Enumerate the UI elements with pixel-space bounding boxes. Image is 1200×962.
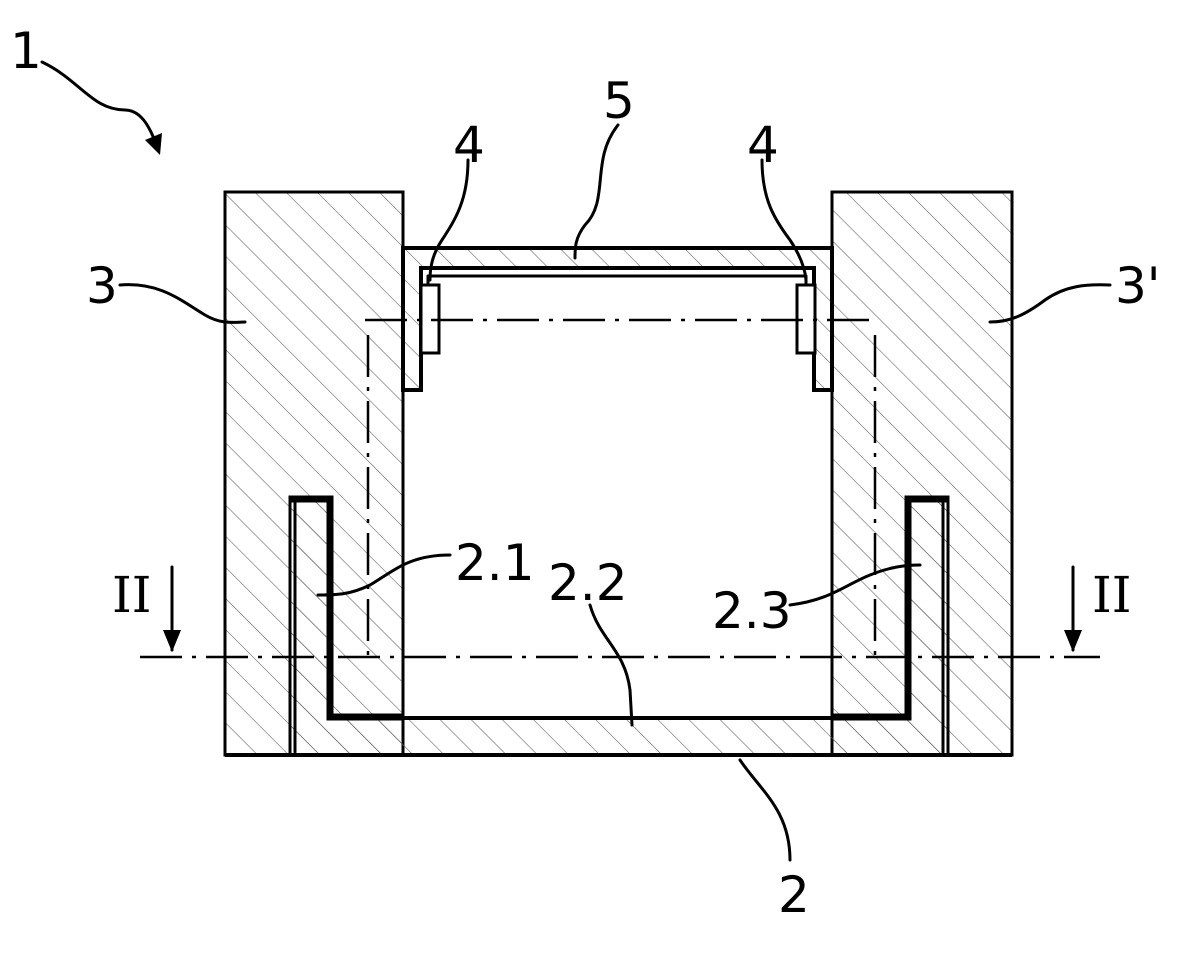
label-leg-left: 2.1	[455, 534, 535, 592]
section-arrow-right-head	[1064, 630, 1082, 652]
label-leg-right: 2.3	[712, 582, 792, 640]
leader-2-2	[588, 603, 634, 727]
leader-3	[118, 283, 247, 324]
label-section-right: II	[1092, 566, 1132, 624]
leader-4-left	[428, 158, 470, 282]
leader-2-3	[788, 563, 922, 607]
cover	[401, 246, 834, 392]
leader-2-1	[316, 553, 452, 597]
label-section-left: II	[112, 566, 152, 624]
label-cover: 5	[603, 72, 635, 130]
leader-1-head	[145, 133, 162, 155]
label-clip-left: 4	[453, 116, 485, 174]
leader-5	[573, 123, 620, 260]
cover-inner-line	[426, 274, 808, 287]
label-clip-right: 4	[747, 116, 779, 174]
label-base: 2	[778, 866, 810, 924]
section-arrow-left-head	[163, 630, 181, 652]
label-block-left: 3	[86, 257, 118, 315]
label-bottom-wall: 2.2	[548, 554, 628, 612]
leader-3-prime	[988, 283, 1112, 324]
label-assembly: 1	[10, 22, 42, 80]
base-thick-contour-right	[832, 495, 948, 721]
label-block-right: 3'	[1115, 257, 1161, 315]
leader-2	[738, 758, 792, 862]
leader-4-right	[760, 158, 808, 282]
base-thick-contour	[290, 495, 403, 721]
leader-1	[40, 60, 160, 152]
